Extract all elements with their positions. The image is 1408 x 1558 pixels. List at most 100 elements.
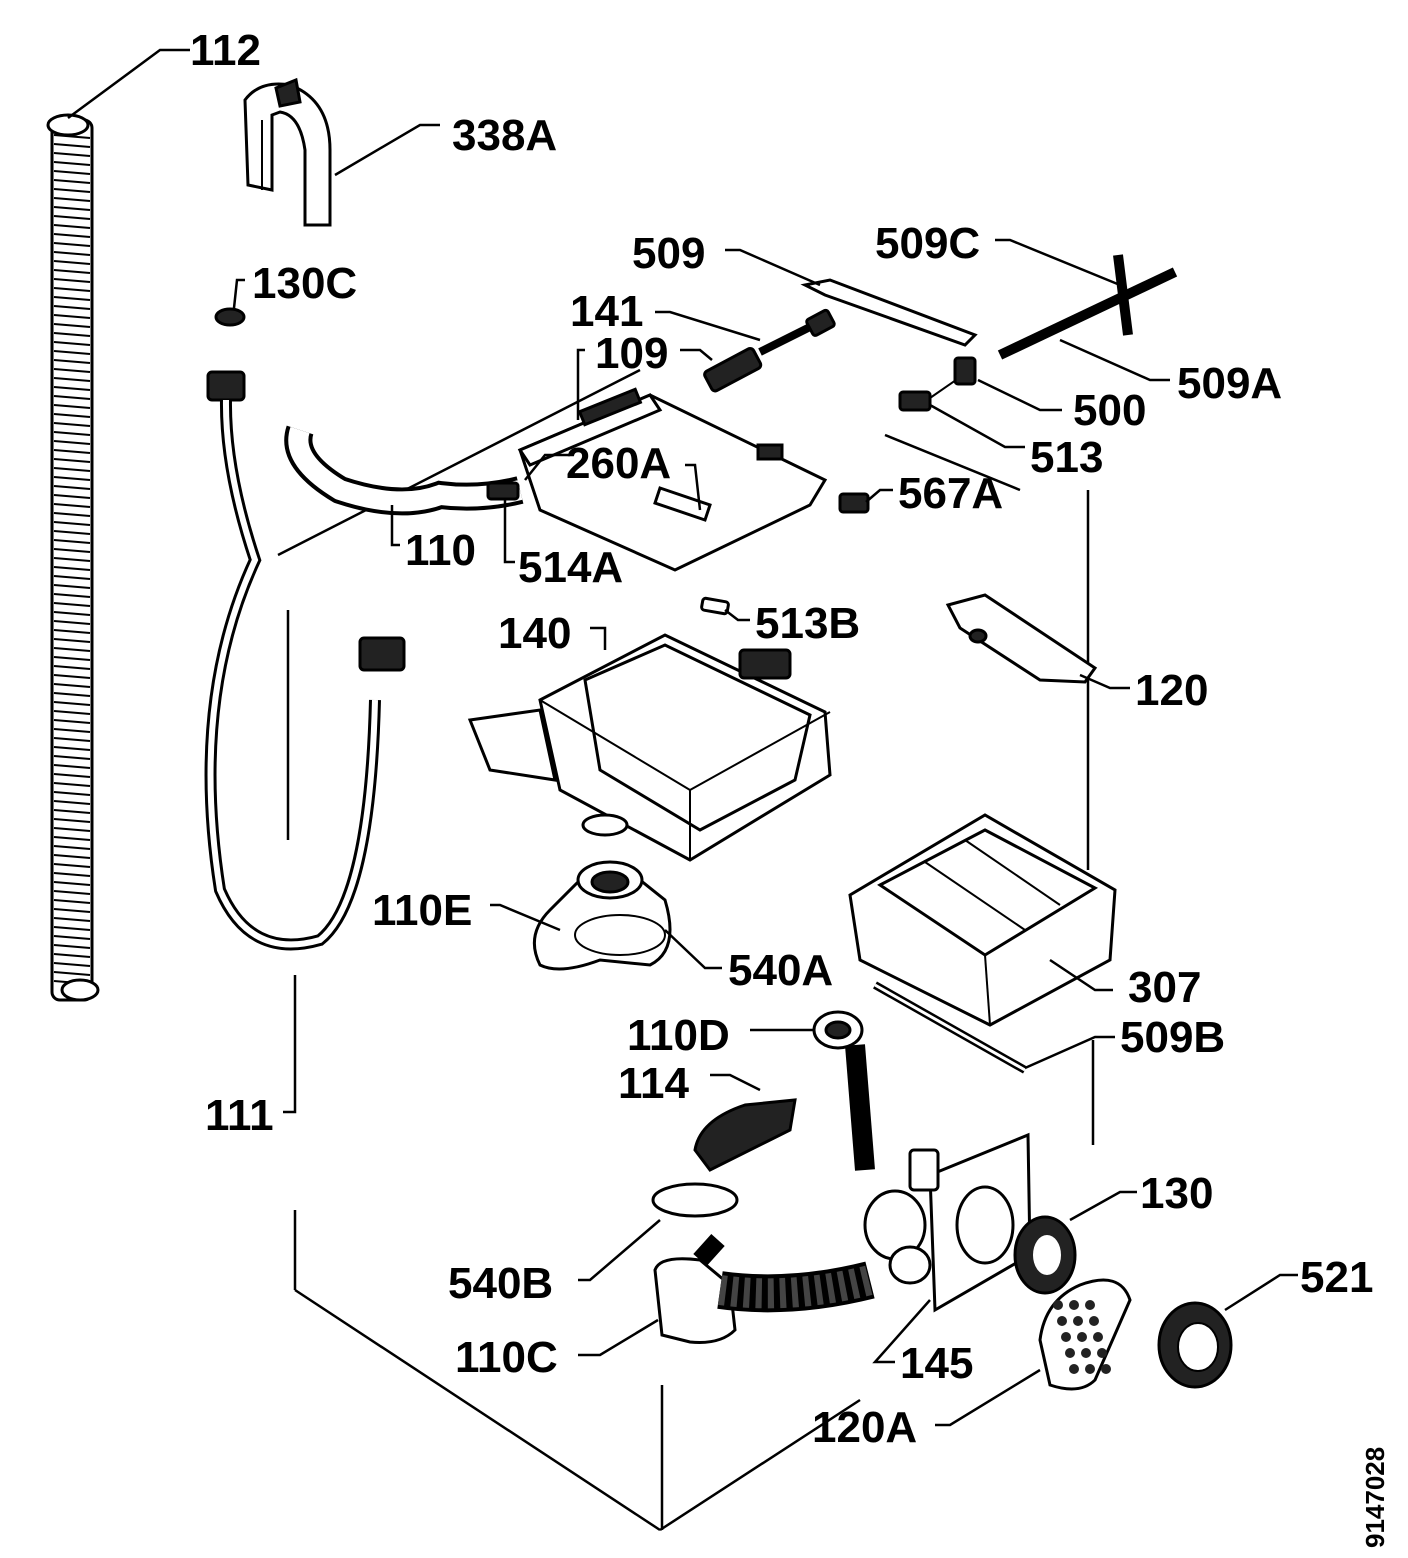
part-513B-pin [700,596,730,616]
hose-rib [53,872,91,877]
hose-rib [53,224,91,229]
part-141-valve [703,308,836,393]
hose-rib [53,251,91,256]
hose-rib [53,332,91,337]
hose-rib [53,413,91,418]
hose-rib [53,962,91,967]
hose-rib [53,215,91,220]
filter-hole [1065,1348,1075,1358]
hose-rib [53,620,91,625]
filter-hole [1097,1348,1107,1358]
label-120: 120 [1135,666,1208,715]
hose-rib [53,971,91,976]
hose-rib [53,386,91,391]
label-540A: 540A [728,946,833,995]
hose-rib [53,242,91,247]
hose-rib [53,737,91,742]
label-140: 140 [498,609,571,658]
hose-rib [53,746,91,751]
hose-rib [53,287,91,292]
hose-rib [53,260,91,265]
hose-rib [53,350,91,355]
part-130-seal [1013,1215,1077,1295]
label-141: 141 [570,287,643,336]
filter-hole [1101,1364,1111,1374]
hose-rib [53,143,91,148]
part-130C-cap [214,307,246,327]
part-338A-hose-hook [243,77,332,227]
hose-rib [53,773,91,778]
label-509: 509 [632,229,705,278]
hose-rib [53,548,91,553]
hose-rib [53,530,91,535]
label-513: 513 [1030,433,1103,482]
hose-rib [53,593,91,598]
hose-rib [53,422,91,427]
label-509A: 509A [1177,359,1282,408]
cabinet-outline [277,368,1095,1532]
part-110-hose [284,425,524,516]
label-500: 500 [1073,386,1146,435]
hose-rib [53,467,91,472]
hose-rib [53,719,91,724]
label-110C: 110C [455,1333,558,1382]
label-513B: 513B [755,599,860,648]
filter-hole [1089,1316,1099,1326]
part-509C-lever [997,254,1178,360]
hose-rib [53,863,91,868]
hose-rib [53,368,91,373]
filter-hole [1057,1316,1067,1326]
label-521: 521 [1300,1253,1373,1302]
part-521-cap [1157,1301,1233,1389]
leader-lines [67,48,1298,1427]
part-509-lever [800,278,978,347]
hose-rib [53,395,91,400]
hose-rib [53,188,91,193]
part-111-inlet-hose [204,370,406,951]
filter-hole [1073,1316,1083,1326]
hose-rib [53,323,91,328]
hose-rib [53,503,91,508]
hose-rib [53,278,91,283]
hose-rib [53,782,91,787]
label-509C: 509C [875,219,980,268]
hose-rib [53,836,91,841]
filter-hole [1081,1348,1091,1358]
label-130C: 130C [252,259,357,308]
part-260A-valve-plate [486,387,828,572]
hose-rib [53,683,91,688]
hose-rib [53,431,91,436]
filter-hole [1053,1300,1063,1310]
label-145: 145 [900,1339,973,1388]
hose-rib [53,854,91,859]
label-260A: 260A [566,439,671,488]
part-120-siphon-cover [945,593,1098,684]
part-540B-clamp [651,1182,739,1218]
part-140-dispenser-housing [467,633,832,862]
part-567A-clip [838,492,870,514]
hose-rib [53,440,91,445]
hose-rib [53,917,91,922]
hose-rib [53,314,91,319]
hose-rib [53,449,91,454]
filter-hole [1077,1332,1087,1342]
hose-rib [53,584,91,589]
hose-rib [53,881,91,886]
hose-rib [53,791,91,796]
hose-rib [53,899,91,904]
hose-rib [53,701,91,706]
hose-rib [53,953,91,958]
label-338A: 338A [452,111,557,160]
part-110D-hose [812,1010,875,1171]
hose-rib [53,539,91,544]
hose-rib [53,341,91,346]
hose-rib [53,476,91,481]
hose-rib [53,359,91,364]
label-567A: 567A [898,469,1003,518]
hose-rib [53,818,91,823]
hose-rib [53,377,91,382]
hose-rib [53,512,91,517]
hose-rib [53,296,91,301]
part-114-small-bellow [693,1098,797,1172]
